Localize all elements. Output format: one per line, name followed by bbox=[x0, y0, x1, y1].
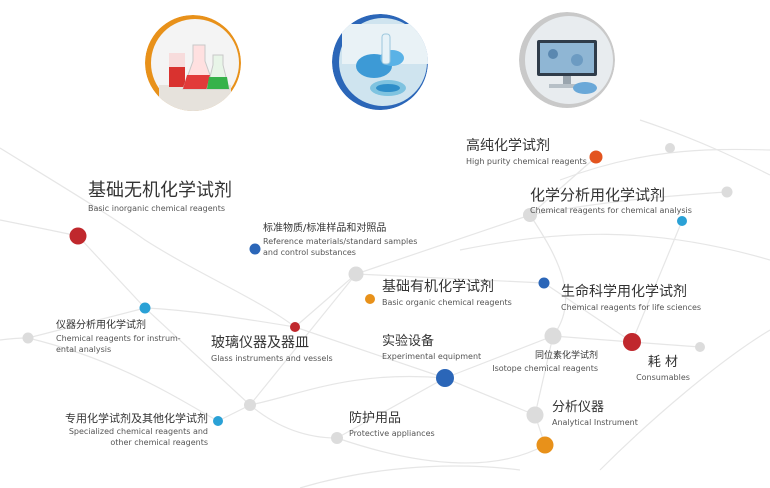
category-instrument-analysis[interactable]: 仪器分析用化学试剂 Chemical reagents for instrum-… bbox=[56, 320, 181, 356]
category-name: 防护用品 bbox=[349, 411, 402, 426]
category-name-en: Isotope chemical reagents bbox=[492, 363, 598, 373]
category-analytical-instrument[interactable]: 分析仪器 Analytical Instrument bbox=[552, 400, 638, 428]
category-name: 仪器分析用化学试剂 bbox=[56, 320, 146, 331]
node-gray bbox=[721, 186, 733, 198]
category-name: 化学分析用化学试剂 bbox=[530, 186, 666, 204]
node-gray bbox=[523, 208, 537, 222]
category-name-en: ental analysis bbox=[56, 344, 112, 354]
category-name-en: Specialized chemical reagents and bbox=[68, 427, 208, 437]
category-analytical-reagents[interactable]: 化学分析用化学试剂 Chemical reagents for chemical… bbox=[530, 186, 692, 217]
node-gray bbox=[526, 406, 544, 424]
category-organic[interactable]: 基础有机化学试剂 Basic organic chemical reagents bbox=[382, 279, 512, 309]
category-name: 基础有机化学试剂 bbox=[382, 279, 494, 295]
category-name-en: Glass instruments and vessels bbox=[211, 353, 333, 363]
category-protective[interactable]: 防护用品 Protective appliances bbox=[349, 411, 435, 439]
category-name: 同位素化学试剂 bbox=[534, 351, 598, 361]
category-name-en: Basic organic chemical reagents bbox=[382, 297, 512, 307]
node-specialized bbox=[213, 416, 223, 426]
category-name: 玻璃仪器及器皿 bbox=[211, 335, 309, 351]
lab-monitor-photo bbox=[519, 12, 615, 108]
category-name-en: Protective appliances bbox=[349, 428, 435, 438]
node-glass bbox=[290, 322, 300, 332]
category-name: 耗 材 bbox=[647, 355, 679, 370]
node-analytical-reagents bbox=[677, 216, 687, 226]
category-name-en: Experimental equipment bbox=[382, 351, 482, 361]
node-life-sciences bbox=[538, 277, 550, 289]
node-instrument-analysis bbox=[139, 302, 151, 314]
node-organic bbox=[365, 294, 375, 304]
node-gray bbox=[244, 399, 256, 411]
node-gray bbox=[348, 266, 364, 282]
node-gray bbox=[22, 332, 34, 344]
category-specialized[interactable]: 专用化学试剂及其他化学试剂 Specialized chemical reage… bbox=[40, 412, 208, 449]
category-name: 基础无机化学试剂 bbox=[88, 180, 232, 201]
category-high-purity[interactable]: 高纯化学试剂 High purity chemical reagents bbox=[466, 138, 587, 168]
node-high-purity bbox=[589, 150, 603, 164]
category-lab-equipment[interactable]: 实验设备 Experimental equipment bbox=[382, 334, 481, 362]
node-gray bbox=[695, 342, 705, 352]
category-name-en: Analytical Instrument bbox=[552, 417, 638, 427]
node-consumables bbox=[623, 333, 641, 351]
category-name-en: Consumables bbox=[636, 372, 690, 382]
node-gray bbox=[544, 327, 562, 345]
category-name: 高纯化学试剂 bbox=[466, 138, 550, 154]
category-name-en: High purity chemical reagents bbox=[466, 156, 587, 166]
category-name: 实验设备 bbox=[382, 334, 435, 349]
category-name-en: Chemical reagents for instrum- bbox=[56, 334, 181, 343]
node-inorganic bbox=[69, 227, 87, 245]
category-name: 分析仪器 bbox=[552, 400, 605, 415]
node-analytical-instrument bbox=[536, 436, 554, 454]
category-name-en: other chemical reagents bbox=[110, 437, 208, 447]
category-glass[interactable]: 玻璃仪器及器皿 Glass instruments and vessels bbox=[211, 335, 333, 365]
category-consumables[interactable]: 耗 材 Consumables bbox=[622, 355, 704, 383]
category-name-en: Basic inorganic chemical reagents bbox=[88, 203, 226, 213]
category-name: 专用化学试剂及其他化学试剂 bbox=[65, 412, 208, 425]
category-name-en: Reference materials/standard samples bbox=[263, 237, 418, 246]
node-lab-equipment bbox=[436, 369, 454, 387]
node-gray bbox=[665, 143, 675, 153]
category-name-en: and control substances bbox=[263, 247, 356, 257]
node-protective bbox=[331, 432, 343, 444]
category-name: 生命科学用化学试剂 bbox=[561, 284, 687, 300]
category-name-en: Chemical reagents for life sciences bbox=[561, 302, 702, 312]
category-inorganic[interactable]: 基础无机化学试剂 Basic inorganic chemical reagen… bbox=[88, 180, 232, 214]
node-reference bbox=[249, 243, 261, 255]
category-name-en: Chemical reagents for chemical analysis bbox=[530, 206, 692, 215]
category-isotope[interactable]: 同位素化学试剂 Isotope chemical reagents bbox=[486, 351, 598, 375]
category-name: 标准物质/标准样品和对照品 bbox=[263, 223, 387, 234]
category-reference[interactable]: 标准物质/标准样品和对照品 Reference materials/standa… bbox=[263, 223, 417, 259]
lab-gloves-photo bbox=[332, 14, 428, 110]
category-life-sciences[interactable]: 生命科学用化学试剂 Chemical reagents for life sci… bbox=[561, 284, 701, 314]
flasks-photo bbox=[145, 15, 241, 111]
